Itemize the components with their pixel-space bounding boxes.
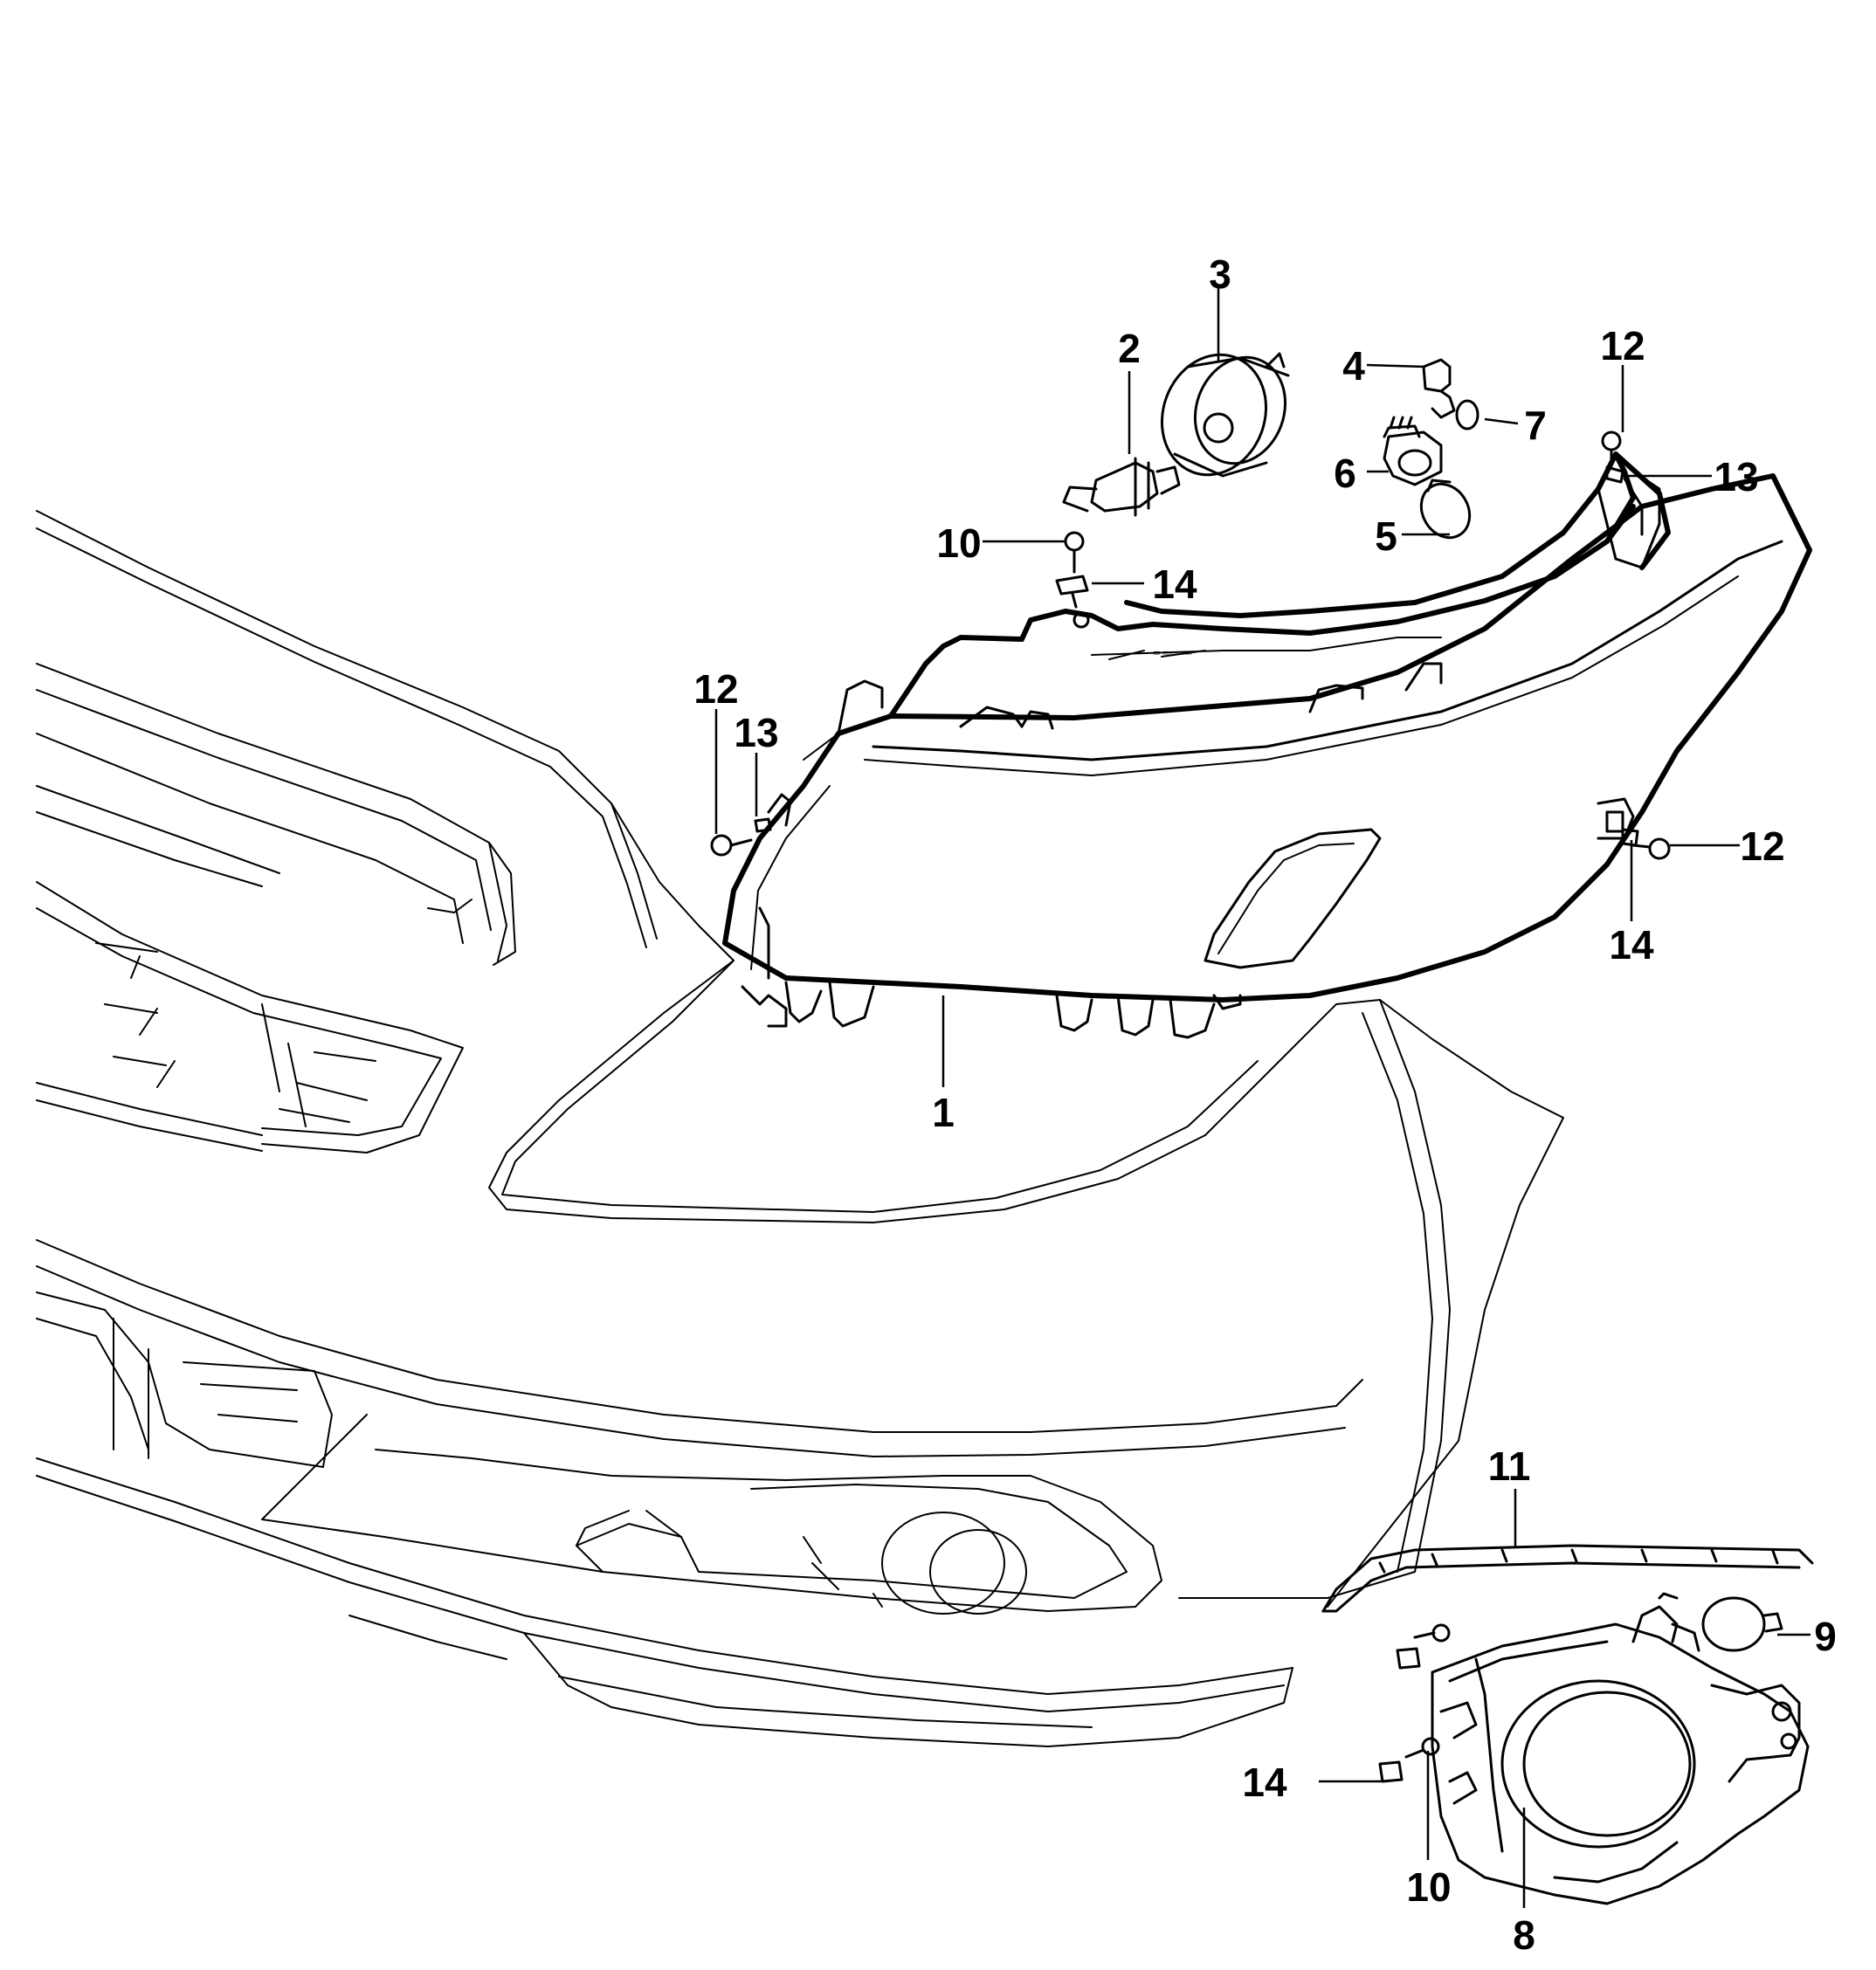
callout-3: 3 [1209,251,1231,297]
callout-6: 6 [1334,451,1356,496]
callout-5: 5 [1375,513,1397,559]
side-marker-bulb [1422,358,1479,431]
fastener-group [710,431,1671,860]
callout-9: 9 [1814,1614,1837,1659]
callout-labels: 1 2 3 4 5 6 7 8 9 10 10 11 12 12 12 13 1… [693,251,1836,1958]
callout-1: 1 [932,1090,955,1135]
callout-14-right: 14 [1609,922,1654,968]
headlamp-bulb [1062,457,1181,517]
callout-12-right: 12 [1740,823,1784,869]
indicator-socket [1383,416,1443,486]
callout-7: 7 [1524,403,1547,448]
callout-14-top: 14 [1152,561,1197,607]
trim-strip [1321,1544,1814,1613]
callout-12-top-right: 12 [1600,323,1645,369]
fog-lamp-bulb [1701,1596,1783,1652]
callout-13-top-right: 13 [1714,454,1758,499]
front-bumper-fascia [36,510,1564,1747]
callout-14-bottom: 14 [1242,1760,1287,1805]
callout-8: 8 [1513,1912,1535,1958]
dust-cover-cap [1160,352,1290,478]
callout-10-bottom: 10 [1406,1864,1451,1910]
callout-12-left: 12 [693,666,738,712]
callout-4: 4 [1342,343,1365,389]
callout-13-left: 13 [734,710,778,755]
housing-marking-1: ▭ ▭▭▭▭ [1153,648,1192,657]
indicator-bulb [1419,479,1472,540]
fog-lamp-fasteners [1378,1623,1451,1783]
callout-11: 11 [1488,1443,1531,1489]
callout-2: 2 [1118,326,1141,371]
fog-lamp-assembly [1431,1592,1810,1905]
leader-lines [714,288,1810,1908]
callout-10-top: 10 [936,520,981,566]
